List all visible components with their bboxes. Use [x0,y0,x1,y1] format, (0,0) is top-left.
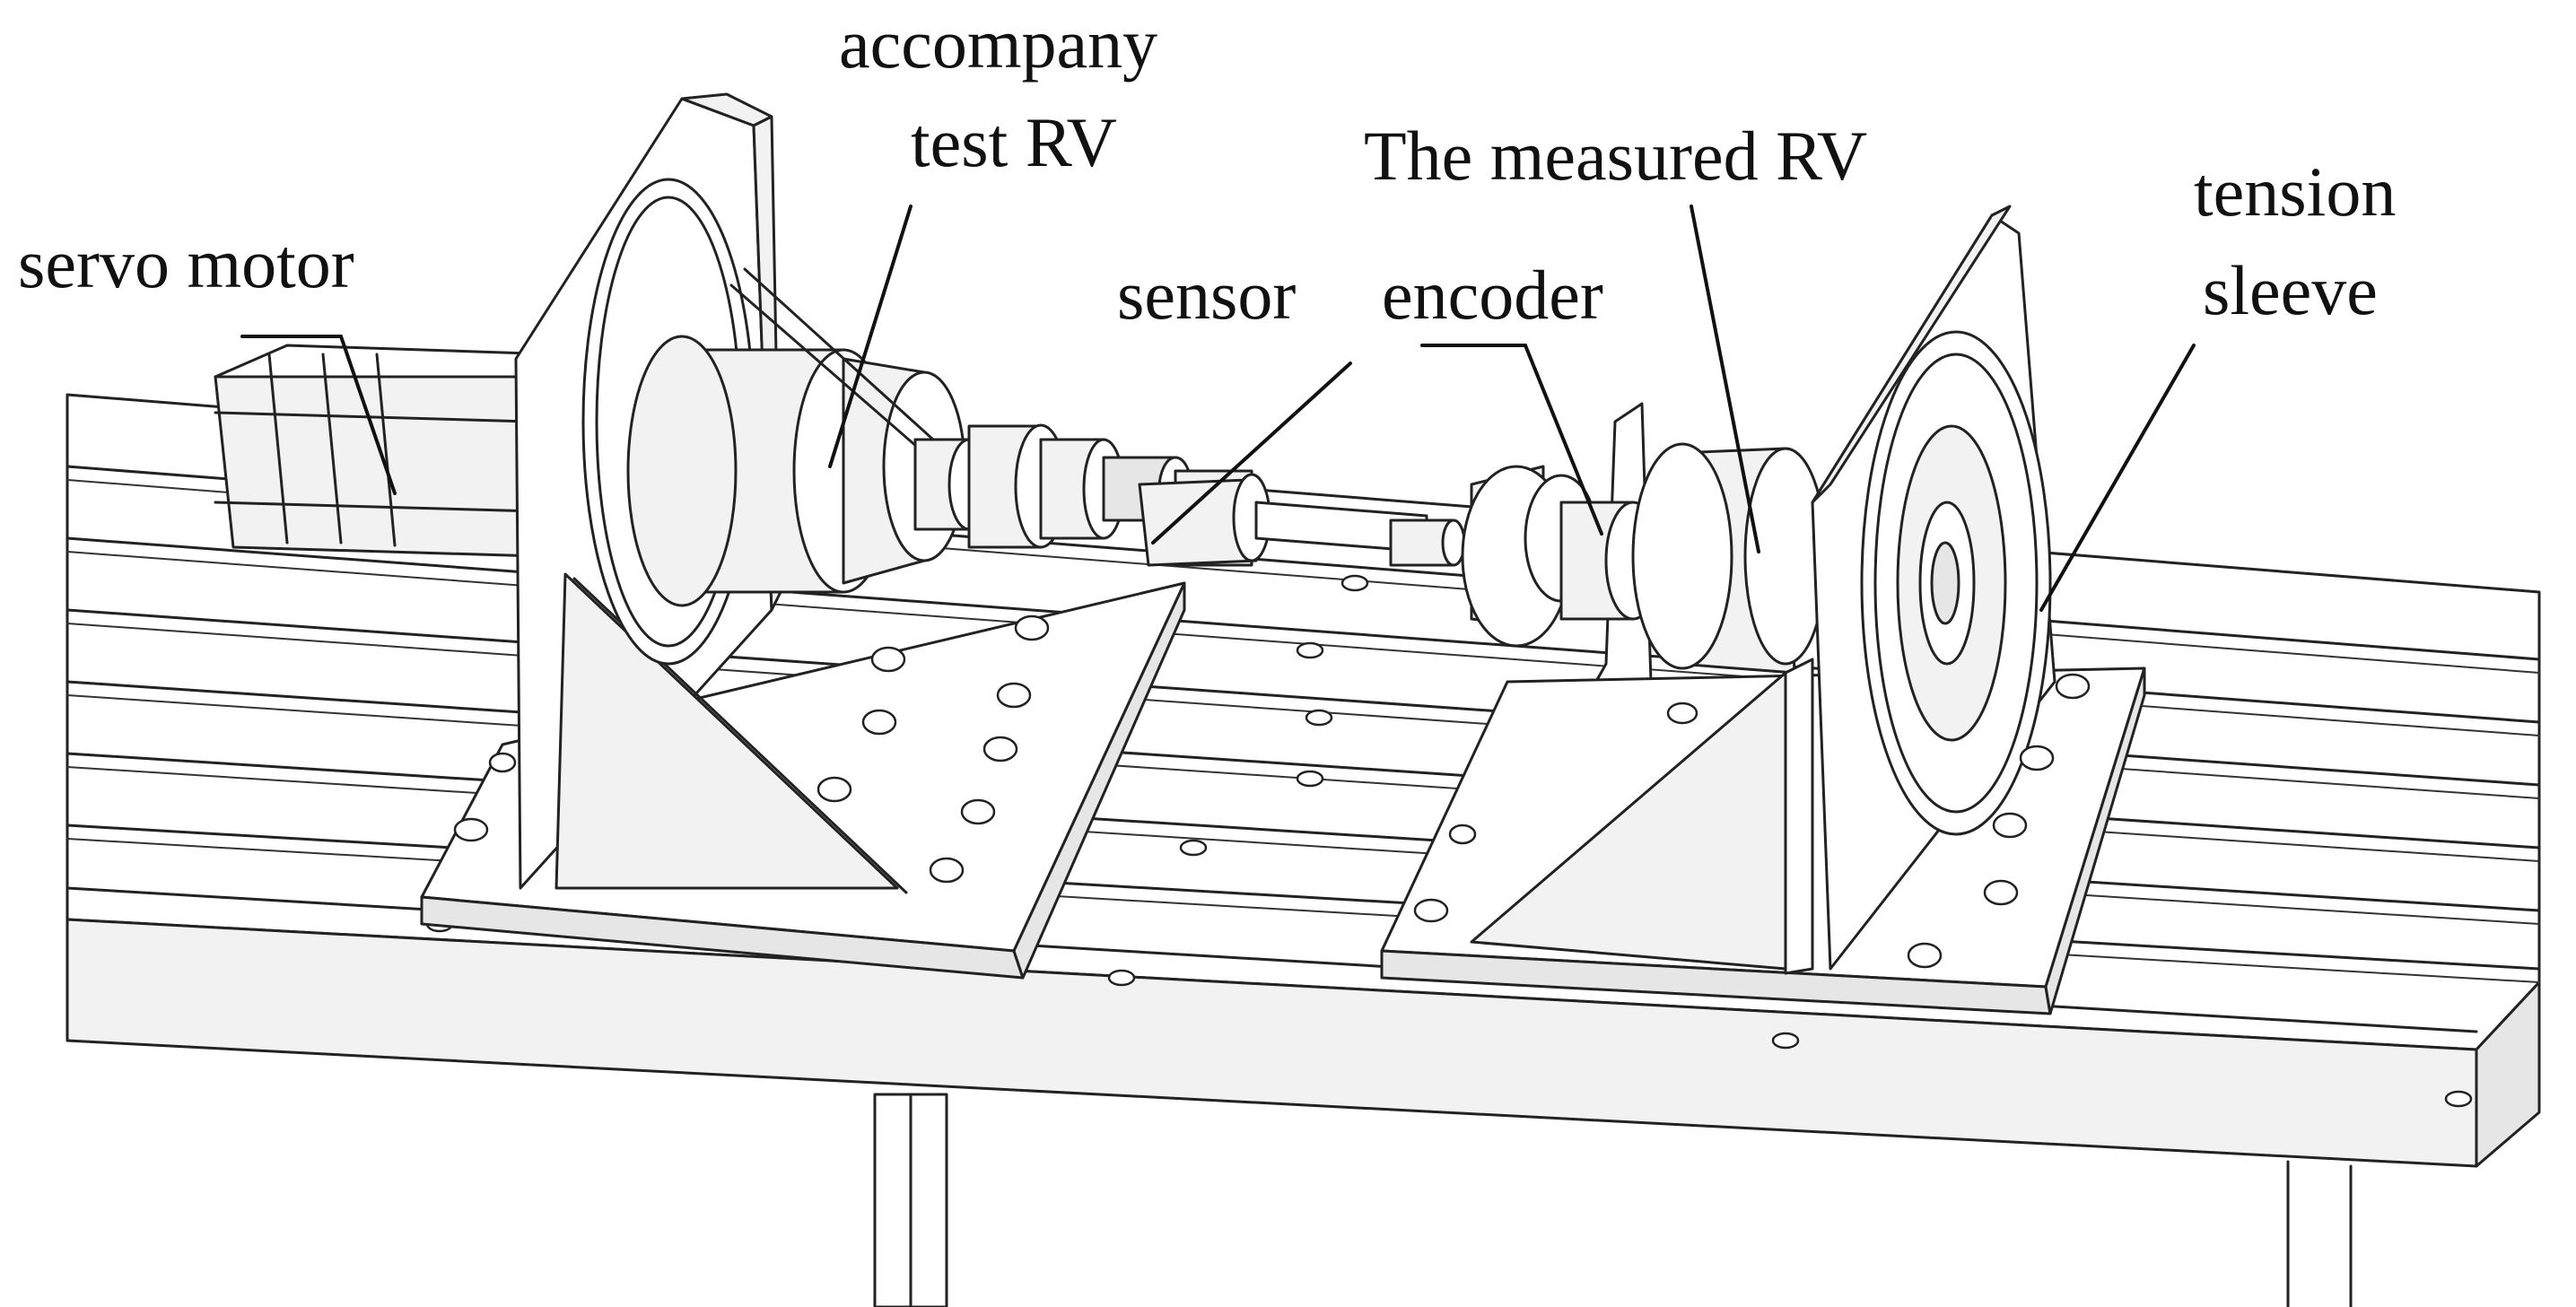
label-tension-line1: tension [2194,152,2396,231]
callout-labels: accompany test RV The measured RV tensio… [18,4,2396,334]
table-end-face [2475,980,2541,1168]
label-measured-rv: The measured RV [1364,117,1867,195]
left-support-frame [420,92,1186,980]
leader-measured-rv [1690,205,1760,553]
measured-rv-disc [1631,442,1733,670]
label-servo-motor: servo motor [18,224,354,302]
coupling-sensor-shaft [913,423,1466,567]
leader-accompany-rv [828,205,913,468]
label-encoder: encoder [1382,256,1603,334]
label-sensor: sensor [1117,256,1296,334]
leader-servo-motor [240,335,397,495]
measured-rv-assembly [1461,402,1828,827]
right-support-frame [1380,205,2146,1015]
leader-encoder [1420,344,1603,536]
label-accompany-line2: test RV [911,103,1117,181]
leader-tension-sleeve [2039,344,2196,612]
leader-lines [240,205,2196,612]
label-accompany-line1: accompany [839,4,1157,83]
leader-sensor [1151,362,1352,545]
label-tension-line2: sleeve [2203,251,2378,329]
motor-body [214,375,540,558]
